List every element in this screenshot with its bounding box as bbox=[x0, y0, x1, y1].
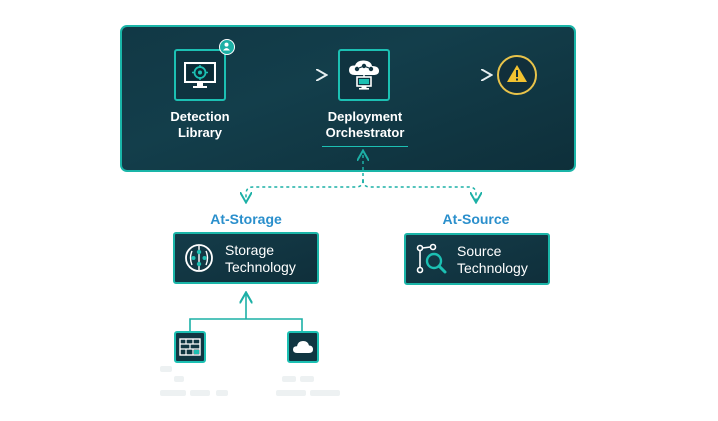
magnifier-circuit-icon bbox=[416, 243, 447, 274]
at-storage-title: At-Storage bbox=[210, 211, 282, 227]
monitor-target-icon bbox=[184, 62, 216, 88]
cloud-icon bbox=[293, 341, 313, 353]
cloud-network-icon bbox=[349, 60, 379, 90]
deployment-orchestrator-line2: Orchestrator bbox=[325, 125, 405, 140]
source-technology-box[interactable]: Source Technology bbox=[404, 233, 550, 285]
firewall-tile[interactable] bbox=[174, 331, 206, 363]
firewall-icon bbox=[179, 338, 201, 356]
deployment-orchestrator-tile[interactable] bbox=[338, 49, 390, 101]
detection-library-tile[interactable] bbox=[174, 49, 226, 101]
detection-library-label: Detection Library bbox=[150, 109, 250, 141]
source-technology-label: Source Technology bbox=[457, 243, 528, 277]
source-technology-line1: Source bbox=[457, 243, 502, 259]
orchestrator-underline bbox=[322, 146, 408, 147]
detection-library-line2: Library bbox=[177, 125, 223, 140]
cloud-tile[interactable] bbox=[287, 331, 319, 363]
storage-technology-line2: Technology bbox=[225, 259, 296, 275]
brain-network-icon bbox=[185, 244, 213, 272]
deployment-orchestrator-line1: Deployment bbox=[327, 109, 403, 124]
detection-library-line1: Detection bbox=[170, 109, 230, 124]
storage-technology-box[interactable]: Storage Technology bbox=[173, 232, 319, 284]
storage-technology-line1: Storage bbox=[225, 242, 275, 258]
warning-icon[interactable] bbox=[497, 55, 537, 95]
at-source-title: At-Source bbox=[442, 211, 510, 227]
storage-technology-label: Storage Technology bbox=[225, 242, 296, 276]
source-technology-line2: Technology bbox=[457, 260, 528, 276]
user-badge-icon bbox=[219, 39, 235, 55]
deployment-orchestrator-label: Deployment Orchestrator bbox=[305, 109, 425, 141]
